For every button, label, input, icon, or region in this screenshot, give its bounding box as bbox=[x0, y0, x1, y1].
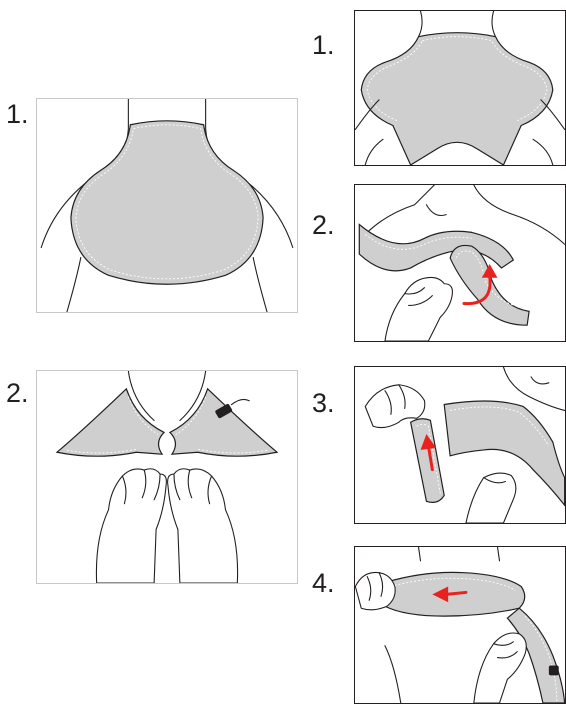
neck-wrap-back-view-small bbox=[355, 11, 565, 165]
right-step-1-label: 1. bbox=[312, 32, 335, 59]
neck-wrap-rolling-view bbox=[355, 367, 565, 523]
right-step-2-illustration bbox=[354, 184, 566, 342]
right-step-4-label: 4. bbox=[312, 570, 335, 597]
left-step-2-illustration bbox=[36, 370, 298, 584]
neck-wrap-back-view bbox=[37, 99, 297, 312]
right-step-3-label: 3. bbox=[312, 390, 335, 417]
left-step-2-label: 2. bbox=[6, 380, 29, 407]
right-step-2-label: 2. bbox=[312, 212, 335, 239]
right-step-4-illustration bbox=[354, 546, 566, 704]
neck-wrap-finished-roll-view bbox=[355, 547, 565, 703]
right-step-3-illustration bbox=[354, 366, 566, 524]
neck-wrap-folding-view bbox=[355, 185, 565, 341]
left-step-1-illustration bbox=[36, 98, 298, 313]
right-step-1-illustration bbox=[354, 10, 566, 166]
neck-wrap-fastening-view bbox=[37, 371, 297, 583]
left-step-1-label: 1. bbox=[6, 101, 29, 128]
